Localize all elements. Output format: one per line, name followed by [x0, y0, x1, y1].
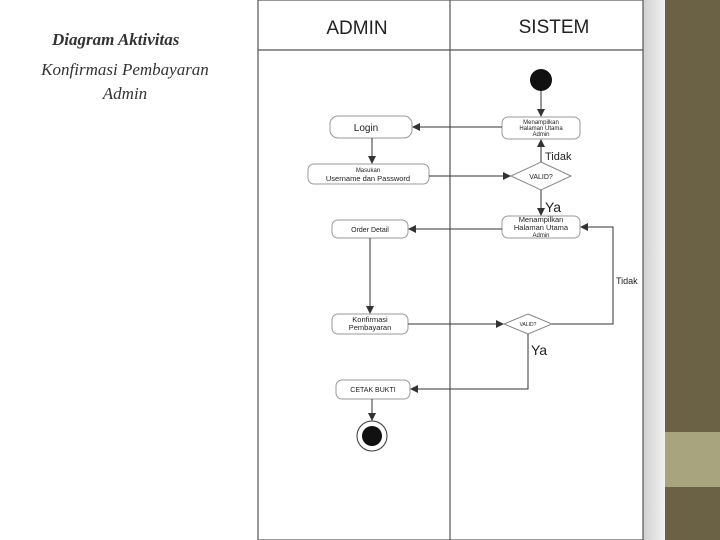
side-bar-top [665, 0, 720, 432]
end-node [362, 426, 382, 446]
slide-title: Diagram Aktivitas [52, 30, 180, 49]
node-print-proof-label: CETAK BUKTI [350, 387, 395, 394]
label-ya-2: Ya [531, 342, 547, 358]
slide-subtitle: Konfirmasi Pembayaran Admin [30, 58, 220, 106]
lane-admin-label: ADMIN [326, 18, 387, 39]
decision-valid-2-label: VALID? [520, 322, 537, 328]
node-show-main-1-l2: Halaman Utama [519, 126, 563, 132]
side-bar-accent [665, 432, 720, 487]
side-bar-bottom [665, 487, 720, 540]
subtitle-line-2: Admin [102, 84, 148, 103]
lane-system-label: SISTEM [519, 17, 590, 38]
node-enter-credentials-l1: Masukan [356, 168, 380, 174]
node-show-main-2-l2: Halaman Utama [514, 223, 569, 232]
node-payment-confirm-l1: Konfirmasi [352, 315, 388, 324]
node-enter-credentials-l2: Username dan Password [326, 174, 410, 183]
node-order-detail-label: Order Detail [351, 227, 389, 234]
node-payment-confirm-l2: Pembayaran [349, 323, 392, 332]
decision-valid-1-label: VALID? [529, 174, 553, 181]
node-show-main-1-l3: Admin [532, 132, 549, 138]
node-login-label: Login [354, 123, 378, 134]
node-show-main-2-l3: Admin [532, 233, 549, 239]
start-node [530, 69, 552, 91]
panel-shadow [643, 0, 665, 540]
edge-valid-2-yes-to-print [410, 334, 529, 393]
label-tidak-2: Tidak [616, 276, 638, 286]
edge-valid-2-no-loop [552, 223, 614, 325]
subtitle-line-1: Konfirmasi Pembayaran [41, 60, 209, 79]
label-ya-1: Ya [545, 199, 561, 215]
node-show-main-2-l1: Menampilkan [519, 215, 564, 224]
node-show-main-1-l1: Menampilkan [523, 120, 559, 126]
node-enter-credentials [307, 163, 430, 185]
label-tidak-1: Tidak [545, 151, 572, 163]
